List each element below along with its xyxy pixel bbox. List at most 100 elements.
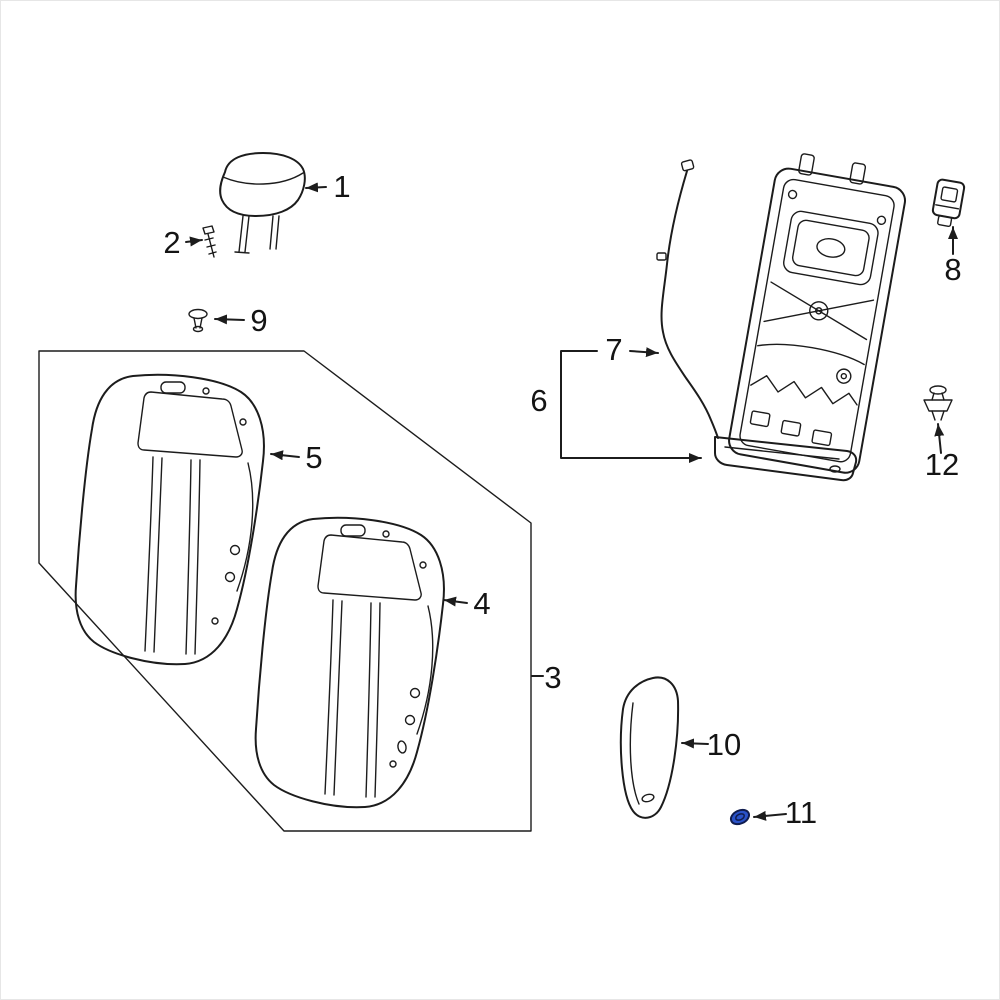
leader-line-1: [305, 182, 327, 193]
cover-slot: [340, 524, 366, 537]
callout-6: 6: [530, 350, 702, 463]
seam-line: [153, 457, 163, 653]
clip-button: [929, 385, 947, 395]
callout-1: 1: [305, 169, 351, 204]
clip-wings: [923, 399, 953, 412]
frame-center-oval: [816, 238, 846, 258]
frame-bolt: [787, 189, 798, 200]
seam-line: [194, 459, 201, 655]
retaining-clip-drawing: [923, 385, 953, 421]
frame-brace: [763, 281, 875, 341]
callout-3: 3: [531, 660, 562, 695]
callout-label-10: 10: [707, 727, 741, 762]
seam-line: [324, 599, 334, 795]
frame-upper-box-inner: [791, 219, 870, 277]
headrest-crease: [222, 172, 304, 185]
callout-label-12: 12: [925, 447, 959, 482]
callout-2: 2: [163, 225, 203, 260]
headrest-drawing: [219, 152, 306, 254]
frame-springs: [750, 375, 858, 406]
frame-inner: [739, 178, 895, 463]
callout-label-11: 11: [785, 795, 817, 830]
fastener-hole: [202, 387, 210, 395]
callout-4: 4: [443, 586, 491, 621]
headrest-post-left: [234, 215, 250, 254]
screw-head: [202, 225, 215, 235]
leader-line-11: [753, 810, 787, 821]
flap-oval-hole: [397, 740, 407, 754]
seam-line: [374, 602, 381, 798]
flange-inner-line: [724, 446, 840, 460]
clip-neck: [931, 392, 945, 401]
frame-pivot: [809, 301, 829, 321]
side-flap-line: [236, 462, 254, 592]
grommet-inner: [735, 813, 745, 821]
flap-hole: [211, 617, 219, 625]
callout-label-7: 7: [605, 332, 622, 367]
headrest-sleeve: [849, 162, 867, 185]
harness-wire: [660, 170, 719, 439]
frame-bolt-large: [836, 368, 852, 384]
callout-9: 9: [214, 303, 268, 338]
seat-back-frame-drawing: [728, 153, 906, 474]
frame-bracket: [749, 410, 771, 428]
frame-bracket: [780, 419, 802, 437]
callout-label-6: 6: [530, 383, 547, 418]
seam-line: [333, 600, 343, 796]
assembly-boundary: [38, 350, 532, 832]
headrest-sleeve: [798, 153, 815, 176]
grommet-outer: [729, 808, 751, 826]
fastener-hole: [419, 561, 427, 569]
cover-slot: [160, 381, 186, 394]
leader-line-4: [443, 596, 468, 607]
flange-hole: [829, 465, 841, 473]
frame-bolt-small: [840, 372, 848, 380]
latch-bracket-drawing: [931, 178, 966, 228]
pad-outline: [619, 676, 680, 819]
frame-lower-flange-drawing: [714, 436, 858, 482]
clip-foot: [192, 325, 204, 333]
cover-headrest-zone: [317, 534, 422, 601]
cover-outline: [74, 373, 265, 666]
frame-crossbar: [757, 343, 865, 366]
bracket-body: [931, 178, 966, 220]
callout-11: 11: [753, 795, 817, 830]
leader-line-6: [560, 350, 702, 463]
seam-line: [365, 602, 372, 798]
cover-outline: [254, 516, 445, 809]
callout-label-1: 1: [333, 169, 350, 204]
fastener-hole: [382, 530, 390, 538]
leader-line-10: [681, 738, 709, 749]
pad-edge-line: [629, 702, 640, 805]
leader-line-2: [185, 236, 203, 247]
clip-cap: [188, 308, 208, 320]
callout-10: 10: [681, 727, 741, 762]
callout-label-5: 5: [305, 440, 322, 475]
grommet-drawing: [729, 808, 751, 826]
flange-outline: [714, 436, 858, 482]
flap-hole: [409, 687, 421, 699]
flap-hole: [404, 714, 416, 726]
clip-prongs: [931, 410, 945, 421]
callout-label-4: 4: [473, 586, 490, 621]
leader-line-12: [934, 423, 945, 454]
frame-bracket: [811, 429, 833, 447]
side-pad-drawing: [619, 676, 680, 819]
frame-outer: [728, 167, 906, 474]
callout-label-9: 9: [250, 303, 267, 338]
bracket-tab: [937, 215, 953, 228]
bracket-window: [940, 186, 959, 203]
seat-back-cover-right-drawing: [254, 516, 445, 809]
harness-connector: [680, 159, 695, 172]
callout-12: 12: [925, 423, 959, 482]
harness-clip: [656, 252, 667, 261]
headrest-post-right: [269, 215, 280, 250]
frame-upper-box: [783, 210, 879, 286]
push-clip-drawing: [188, 308, 208, 333]
seam-line: [185, 459, 192, 655]
wiring-harness-drawing: [656, 159, 719, 439]
side-flap-line: [416, 605, 434, 735]
fastener-hole: [239, 418, 247, 426]
